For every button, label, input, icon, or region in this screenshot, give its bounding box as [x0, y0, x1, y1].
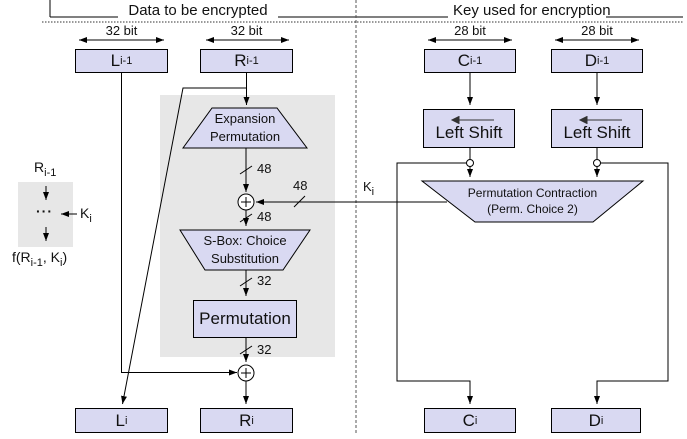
- subkey-main: K: [363, 179, 372, 194]
- bit-label-d: 28 bit: [581, 23, 613, 38]
- wire-loop-to-di: [594, 162, 669, 404]
- box-label: D: [584, 51, 598, 70]
- left-shift-arrow-icon: [578, 116, 622, 124]
- slash-48-expansion: [239, 165, 253, 175]
- wire-label-32-sbox: 32: [257, 273, 272, 288]
- wire-label-32-perm: 32: [257, 342, 272, 357]
- branch-node-c: [466, 159, 474, 167]
- legend-f-output: f(Ri-1, Ki): [12, 249, 68, 269]
- bit-label-l: 32 bit: [105, 23, 138, 38]
- box-left-shift-1: Left Shift: [423, 109, 515, 148]
- left-shift-arrow-icon: [450, 116, 494, 124]
- legend-r-sub: i-1: [44, 167, 57, 179]
- left-shift-label: Left Shift: [435, 123, 503, 142]
- legend-r-prev: Ri-1: [34, 159, 56, 179]
- box-label: L: [115, 410, 125, 430]
- slash-48-key: [293, 195, 306, 208]
- wire-rprev-to-li: [121, 87, 247, 405]
- box-permutation: Permutation: [193, 300, 297, 338]
- legend-dots: ···: [36, 203, 53, 219]
- expansion-line1: Expansion: [214, 111, 276, 126]
- expansion-permutation-shape: [182, 107, 308, 149]
- wire-loop-to-ci: [396, 162, 473, 404]
- bit-label-c: 28 bit: [454, 23, 486, 38]
- legend-f-p5: ): [62, 249, 68, 265]
- box-label: C: [462, 410, 475, 430]
- legend-f-p4: i: [60, 257, 63, 269]
- expansion-line2: Permutation: [209, 128, 281, 144]
- expansion-permutation-label: Expansion Permutation: [183, 110, 307, 145]
- xor2-plus: [241, 368, 251, 378]
- subkey-label: Ki: [363, 179, 374, 198]
- legend-r-main: R: [34, 159, 45, 175]
- slash-32-sbox: [239, 277, 253, 287]
- box-label: C: [457, 51, 471, 70]
- box-label: R: [239, 410, 252, 430]
- slash-48-xor: [239, 213, 253, 223]
- permutation-label: Permutation: [199, 309, 291, 328]
- box-label: L: [110, 51, 121, 70]
- header-data: Data to be encrypted: [118, 2, 278, 19]
- sbox-label: S-Box: Choice Substitution: [180, 232, 310, 267]
- perm-contraction-line1: Permutation Contraction: [467, 186, 598, 200]
- perm-contraction-shape: [420, 180, 645, 223]
- xor1-plus: [241, 197, 251, 207]
- legend-key: Ki: [80, 205, 92, 225]
- box-label: D: [588, 410, 601, 430]
- legend-key-sub: i: [89, 213, 92, 225]
- box-left-shift-2: Left Shift: [551, 109, 643, 148]
- subkey-sub: i: [371, 186, 375, 198]
- legend-key-main: K: [80, 205, 90, 221]
- sbox-line1: S-Box: Choice: [203, 233, 287, 248]
- sbox-shape: [179, 229, 311, 271]
- bit-label-r: 32 bit: [230, 23, 263, 38]
- wire-lprev-to-xor2: [121, 73, 237, 376]
- box-label: R: [234, 51, 247, 70]
- header-key: Key used for encryption: [448, 2, 611, 19]
- legend-f-p1: f(R: [12, 249, 31, 265]
- wire-label-48-xor: 48: [257, 209, 272, 224]
- branch-node-d: [593, 159, 601, 167]
- slash-32-perm: [239, 345, 253, 355]
- wire-label-48-key: 48: [293, 178, 308, 193]
- legend-f-p3: , K: [42, 249, 61, 265]
- legend-f-p2: i-1: [30, 257, 43, 269]
- sbox-line2: Substitution: [211, 250, 279, 266]
- left-shift-label: Left Shift: [563, 123, 631, 142]
- wire-label-48-expansion: 48: [257, 161, 272, 176]
- perm-contraction-line2: (Perm. Choice 2): [487, 202, 578, 217]
- perm-contraction-label: Permutation Contraction (Perm. Choice 2): [422, 185, 643, 217]
